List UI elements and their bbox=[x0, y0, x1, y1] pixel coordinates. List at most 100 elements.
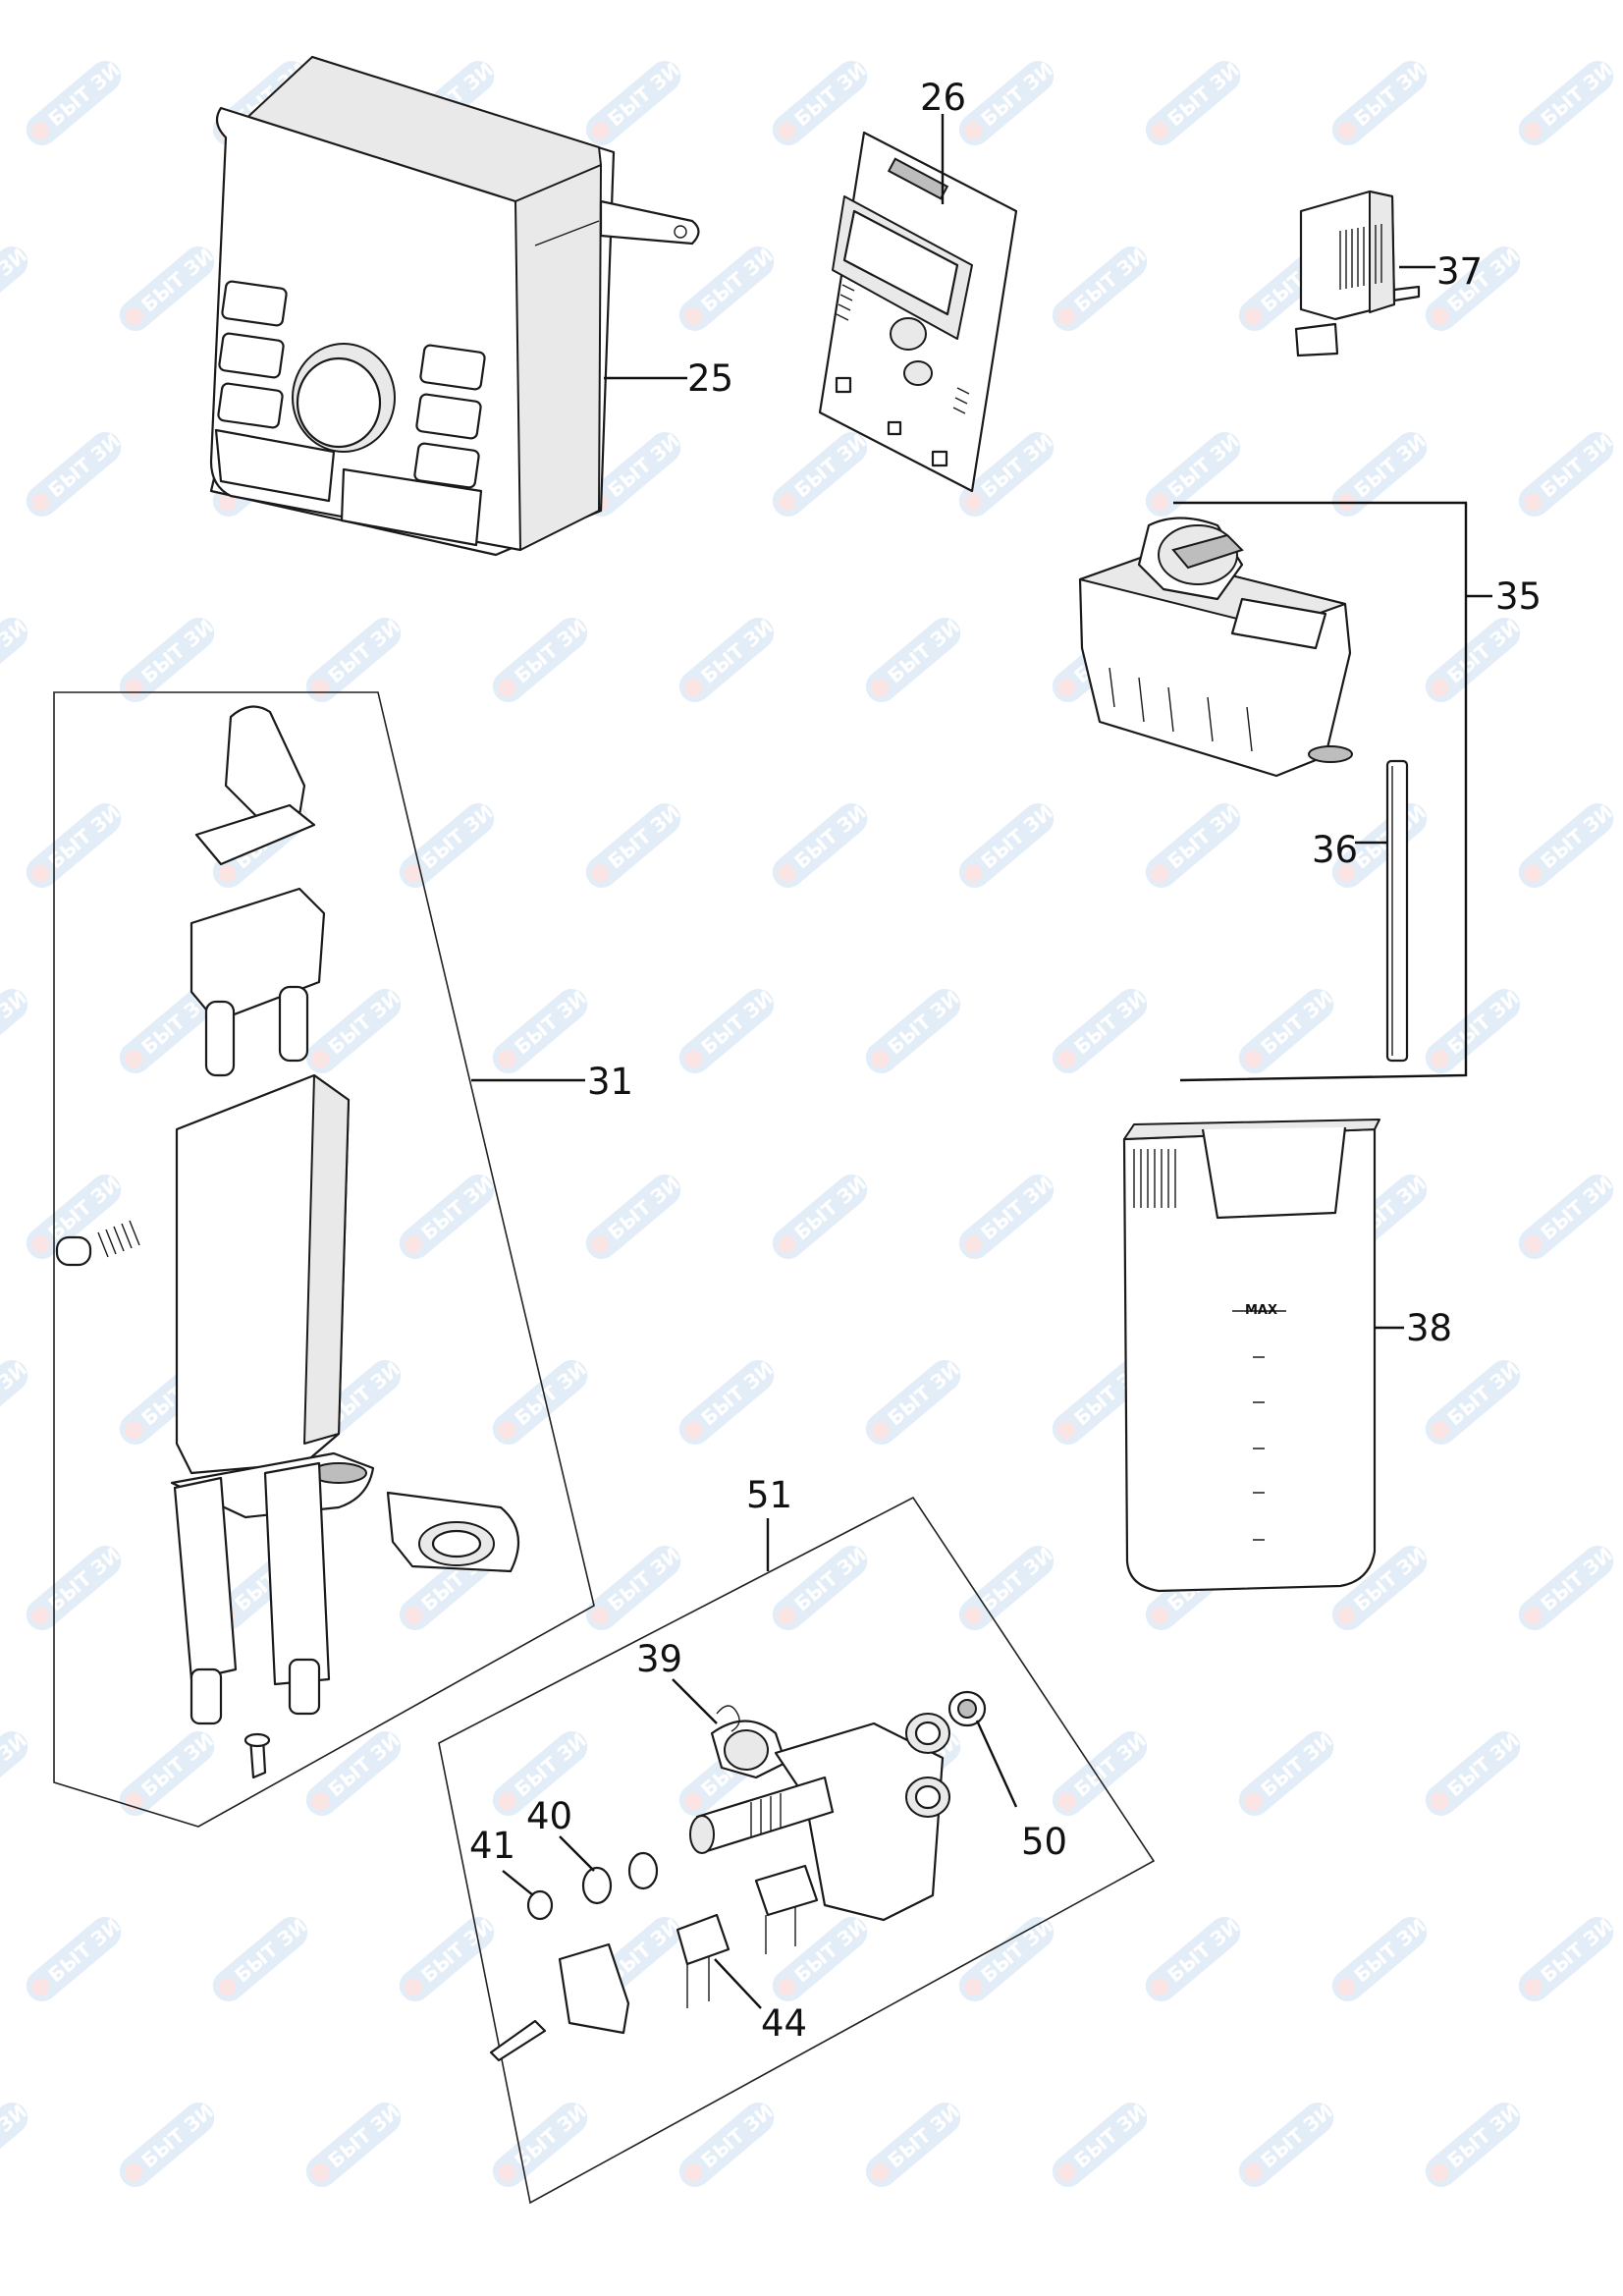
watermark-tile: БЫТ ЗИП bbox=[0, 2089, 44, 2187]
watermark-tile: БЫТ ЗИП bbox=[1238, 1718, 1350, 1816]
watermark-text: БЫТ ЗИП bbox=[789, 1532, 883, 1615]
watermark-text: БЫТ ЗИП bbox=[603, 1161, 696, 1244]
watermark-text: БЫТ ЗИП bbox=[976, 1532, 1069, 1615]
watermark-text: БЫТ ЗИП bbox=[976, 790, 1069, 873]
part-38-water-tank bbox=[1122, 1119, 1380, 1593]
watermark-tile: БЫТ ЗИП bbox=[1052, 975, 1163, 1073]
callout-26: 26 bbox=[920, 77, 966, 119]
watermark-tile: БЫТ ЗИП bbox=[958, 47, 1070, 145]
watermark-tile: БЫТ ЗИП bbox=[1145, 790, 1257, 888]
watermark-text: БЫТ ЗИП bbox=[789, 1161, 883, 1244]
watermark-text: БЫТ ЗИП bbox=[696, 604, 789, 687]
watermark-text: БЫТ ЗИП bbox=[603, 790, 696, 873]
watermark-tile: БЫТ ЗИП bbox=[772, 1532, 884, 1630]
watermark-tile: БЫТ ЗИП bbox=[585, 1532, 697, 1630]
watermark-tile: БЫТ ЗИП bbox=[678, 604, 790, 702]
watermark-tile: БЫТ ЗИП bbox=[1331, 418, 1443, 517]
watermark-text: БЫТ ЗИП bbox=[1536, 790, 1623, 873]
watermark-tile: БЫТ ЗИП bbox=[1331, 47, 1443, 145]
watermark-tile: БЫТ ЗИП bbox=[0, 975, 44, 1073]
watermark-tile: БЫТ ЗИП bbox=[958, 1532, 1070, 1630]
watermark-tile: БЫТ ЗИП bbox=[1052, 2089, 1163, 2187]
watermark-tile: БЫТ ЗИП bbox=[1518, 418, 1623, 517]
callout-31: 31 bbox=[587, 1061, 633, 1103]
watermark-tile: БЫТ ЗИП bbox=[1052, 1718, 1163, 1816]
watermark-text: БЫТ ЗИП bbox=[1349, 47, 1442, 131]
watermark-text: БЫТ ЗИП bbox=[1442, 2089, 1536, 2172]
watermark-text: БЫТ ЗИП bbox=[603, 47, 696, 131]
watermark-text: БЫТ ЗИП bbox=[323, 604, 416, 687]
callout-51: 51 bbox=[746, 1474, 792, 1516]
watermark-text: БЫТ ЗИП bbox=[0, 1718, 44, 1801]
watermark-tile: БЫТ ЗИП bbox=[1425, 1346, 1537, 1445]
watermark-tile: БЫТ ЗИП bbox=[305, 1718, 417, 1816]
watermark-text: БЫТ ЗИП bbox=[0, 604, 44, 687]
watermark-tile: БЫТ ЗИП bbox=[1518, 790, 1623, 888]
watermark-tile: БЫТ ЗИП bbox=[492, 1346, 604, 1445]
watermark-tile: БЫТ ЗИП bbox=[26, 47, 137, 145]
watermark-tile: БЫТ ЗИП bbox=[1052, 233, 1163, 331]
watermark-tile: БЫТ ЗИП bbox=[585, 1161, 697, 1259]
watermark-text: БЫТ ЗИП bbox=[0, 975, 44, 1059]
watermark-text: БЫТ ЗИП bbox=[883, 604, 976, 687]
watermark-tile: БЫТ ЗИП bbox=[1518, 47, 1623, 145]
watermark-tile: БЫТ ЗИП bbox=[1145, 418, 1257, 517]
watermark-text: БЫТ ЗИП bbox=[43, 1532, 136, 1615]
part-36-tube bbox=[1385, 759, 1409, 1063]
part-31-spout-assembly bbox=[55, 705, 520, 1779]
watermark-tile: БЫТ ЗИП bbox=[1331, 1903, 1443, 2001]
watermark-text: БЫТ ЗИП bbox=[0, 1346, 44, 1430]
watermark-tile: БЫТ ЗИП bbox=[585, 47, 697, 145]
watermark-text: БЫТ ЗИП bbox=[1069, 2089, 1163, 2172]
watermark-tile: БЫТ ЗИП bbox=[865, 975, 977, 1073]
callout-38: 38 bbox=[1406, 1307, 1452, 1349]
watermark-tile: БЫТ ЗИП bbox=[958, 1161, 1070, 1259]
watermark-text: БЫТ ЗИП bbox=[43, 47, 136, 131]
watermark-tile: БЫТ ЗИП bbox=[1145, 47, 1257, 145]
watermark-tile: БЫТ ЗИП bbox=[958, 790, 1070, 888]
watermark-tile: БЫТ ЗИП bbox=[772, 790, 884, 888]
watermark-tile: БЫТ ЗИП bbox=[678, 233, 790, 331]
watermark-tile: БЫТ ЗИП bbox=[1518, 1903, 1623, 2001]
watermark-text: БЫТ ЗИП bbox=[1163, 790, 1256, 873]
watermark-tile: БЫТ ЗИП bbox=[119, 2089, 231, 2187]
watermark-text: БЫТ ЗИП bbox=[976, 1903, 1069, 1987]
tank-max-marking: MAX bbox=[1245, 1303, 1277, 1318]
watermark-text: БЫТ ЗИП bbox=[510, 2089, 603, 2172]
watermark-text: БЫТ ЗИП bbox=[976, 418, 1069, 502]
watermark-text: БЫТ ЗИП bbox=[976, 1161, 1069, 1244]
part-51-valve-assembly bbox=[489, 1690, 987, 2062]
watermark-tile: БЫТ ЗИП bbox=[1145, 1903, 1257, 2001]
watermark-text: БЫТ ЗИП bbox=[1256, 1718, 1349, 1801]
watermark-tile: БЫТ ЗИП bbox=[1238, 975, 1350, 1073]
watermark-tile: БЫТ ЗИП bbox=[1425, 975, 1537, 1073]
watermark-tile: БЫТ ЗИП bbox=[585, 790, 697, 888]
callout-39: 39 bbox=[636, 1638, 682, 1680]
watermark-tile: БЫТ ЗИП bbox=[26, 1532, 137, 1630]
watermark-text: БЫТ ЗИП bbox=[883, 1346, 976, 1430]
watermark-text: БЫТ ЗИП bbox=[43, 790, 136, 873]
callout-40: 40 bbox=[526, 1795, 572, 1837]
watermark-text: БЫТ ЗИП bbox=[510, 975, 603, 1059]
watermark-tile: БЫТ ЗИП bbox=[26, 418, 137, 517]
callout-37: 37 bbox=[1436, 250, 1483, 293]
watermark-text: БЫТ ЗИП bbox=[1349, 1903, 1442, 1987]
part-26-control-board bbox=[818, 131, 1018, 493]
callout-35: 35 bbox=[1495, 575, 1542, 618]
callout-leaders bbox=[471, 114, 1492, 2009]
watermark-text: БЫТ ЗИП bbox=[43, 1903, 136, 1987]
watermark-text: БЫТ ЗИП bbox=[1163, 418, 1256, 502]
callout-41: 41 bbox=[469, 1825, 515, 1867]
watermark-text: БЫТ ЗИП bbox=[1349, 418, 1442, 502]
watermark-text: БЫТ ЗИП bbox=[1069, 233, 1163, 316]
watermark-tile: БЫТ ЗИП bbox=[0, 604, 44, 702]
watermark-text: БЫТ ЗИП bbox=[1536, 418, 1623, 502]
callout-25: 25 bbox=[687, 357, 733, 400]
callout-50: 50 bbox=[1021, 1821, 1067, 1863]
watermark-text: БЫТ ЗИП bbox=[136, 1718, 230, 1801]
watermark-tile: БЫТ ЗИП bbox=[0, 1346, 44, 1445]
watermark-text: БЫТ ЗИП bbox=[510, 1718, 603, 1801]
watermark-text: БЫТ ЗИП bbox=[603, 418, 696, 502]
watermark-tile: БЫТ ЗИП bbox=[492, 2089, 604, 2187]
